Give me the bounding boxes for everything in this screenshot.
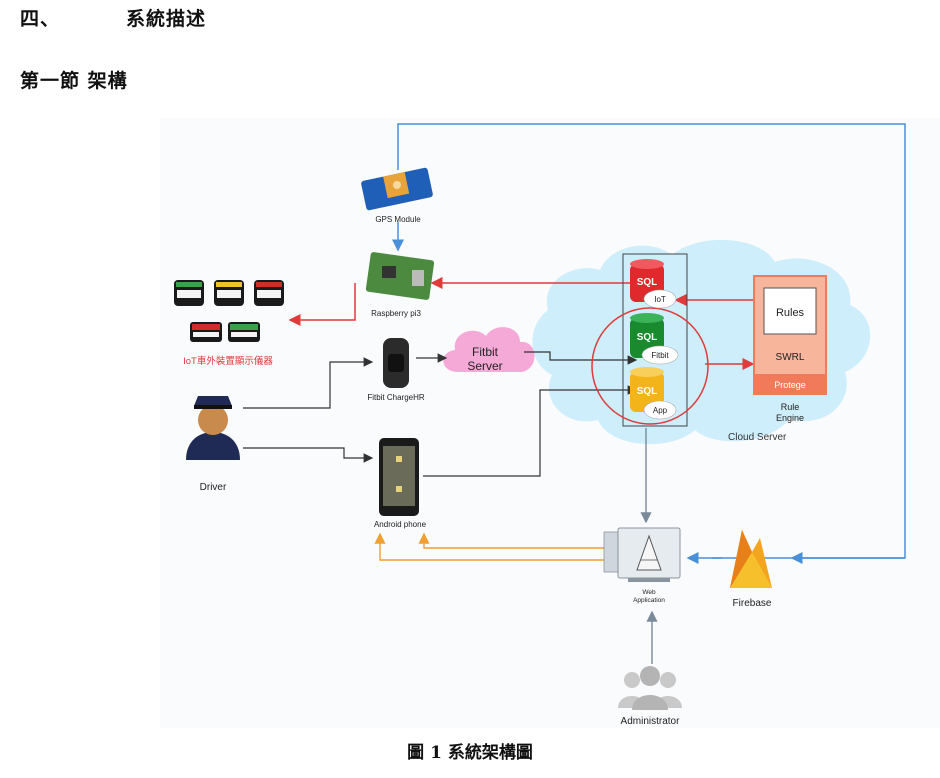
rule-engine: Rules SWRL Protege Rule Engine	[753, 275, 827, 423]
phone-to-app-db-arrow	[423, 385, 638, 477]
firebase: Firebase	[730, 530, 772, 609]
gps-module-label: GPS Module	[375, 215, 421, 224]
fitbit-server-label-line1: Fitbit	[472, 345, 499, 359]
pi-to-display-arrow	[288, 283, 356, 326]
bus-icon	[174, 280, 204, 306]
bus-icon	[190, 322, 222, 342]
db-fitbit-label: Fitbit	[651, 351, 669, 360]
web-application-label-line1: Web	[642, 589, 656, 596]
administrator-label: Administrator	[621, 716, 681, 727]
raspberry-pi: Raspberry pi3	[365, 252, 435, 318]
highlight-circle	[591, 307, 709, 425]
administrator: Administrator	[618, 666, 682, 727]
subsection-title: 第一節 架構	[20, 70, 128, 92]
protege-label: Protege	[774, 380, 806, 390]
figure-caption: 圖 1 系統架構圖	[407, 743, 533, 763]
sql-label: SQL	[637, 386, 658, 397]
driver-to-phone-arrow	[243, 447, 374, 463]
android-phone-label: Android phone	[374, 520, 427, 529]
swrl-label: SWRL	[776, 352, 805, 363]
fitbit-charge: Fitbit ChargeHR	[367, 338, 425, 402]
iot-display-label: IoT車外裝置顯示儀器	[183, 355, 273, 367]
fitbit-server: Fitbit Server	[443, 327, 535, 373]
web-application-label-line2: Application	[633, 597, 665, 604]
bus-icon	[228, 322, 260, 342]
driver-to-band-arrow	[243, 357, 374, 409]
cloud-server-label: Cloud Server	[728, 432, 787, 443]
diagram-background	[160, 118, 940, 728]
section-title: 系統描述	[126, 8, 207, 30]
driver-label: Driver	[200, 482, 227, 493]
sql-fitbit-db: SQL Fitbit	[630, 313, 679, 365]
web-to-phone-arrow-2	[374, 532, 612, 561]
driver: Driver	[186, 396, 240, 493]
fitbit-charge-label: Fitbit ChargeHR	[367, 393, 425, 402]
bus-icon	[254, 280, 284, 306]
web-to-phone-arrow	[418, 532, 612, 549]
section-number: 四、	[20, 8, 61, 30]
rule-engine-label-line2: Engine	[776, 413, 804, 423]
web-application: Web Application	[603, 527, 681, 604]
sql-label: SQL	[637, 332, 658, 343]
android-phone: Android phone	[374, 438, 427, 529]
database-column: SQL IoT SQL Fitbit SQL App	[591, 253, 709, 427]
raspberry-pi-label: Raspberry pi3	[371, 309, 421, 318]
fitbit-server-label-line2: Server	[467, 359, 502, 373]
sql-app-db: SQL App	[630, 367, 677, 420]
rule-engine-label-line1: Rule	[781, 402, 800, 412]
gps-module: GPS Module	[361, 167, 433, 224]
db-app-label: App	[653, 406, 668, 415]
bus-icon	[214, 280, 244, 306]
sql-iot-db: SQL IoT	[630, 259, 677, 309]
bus-icons: IoT車外裝置顯示儀器	[174, 280, 284, 367]
firebase-label: Firebase	[733, 598, 772, 609]
rules-label: Rules	[776, 307, 805, 319]
db-iot-label: IoT	[654, 295, 666, 304]
sql-label: SQL	[637, 277, 658, 288]
